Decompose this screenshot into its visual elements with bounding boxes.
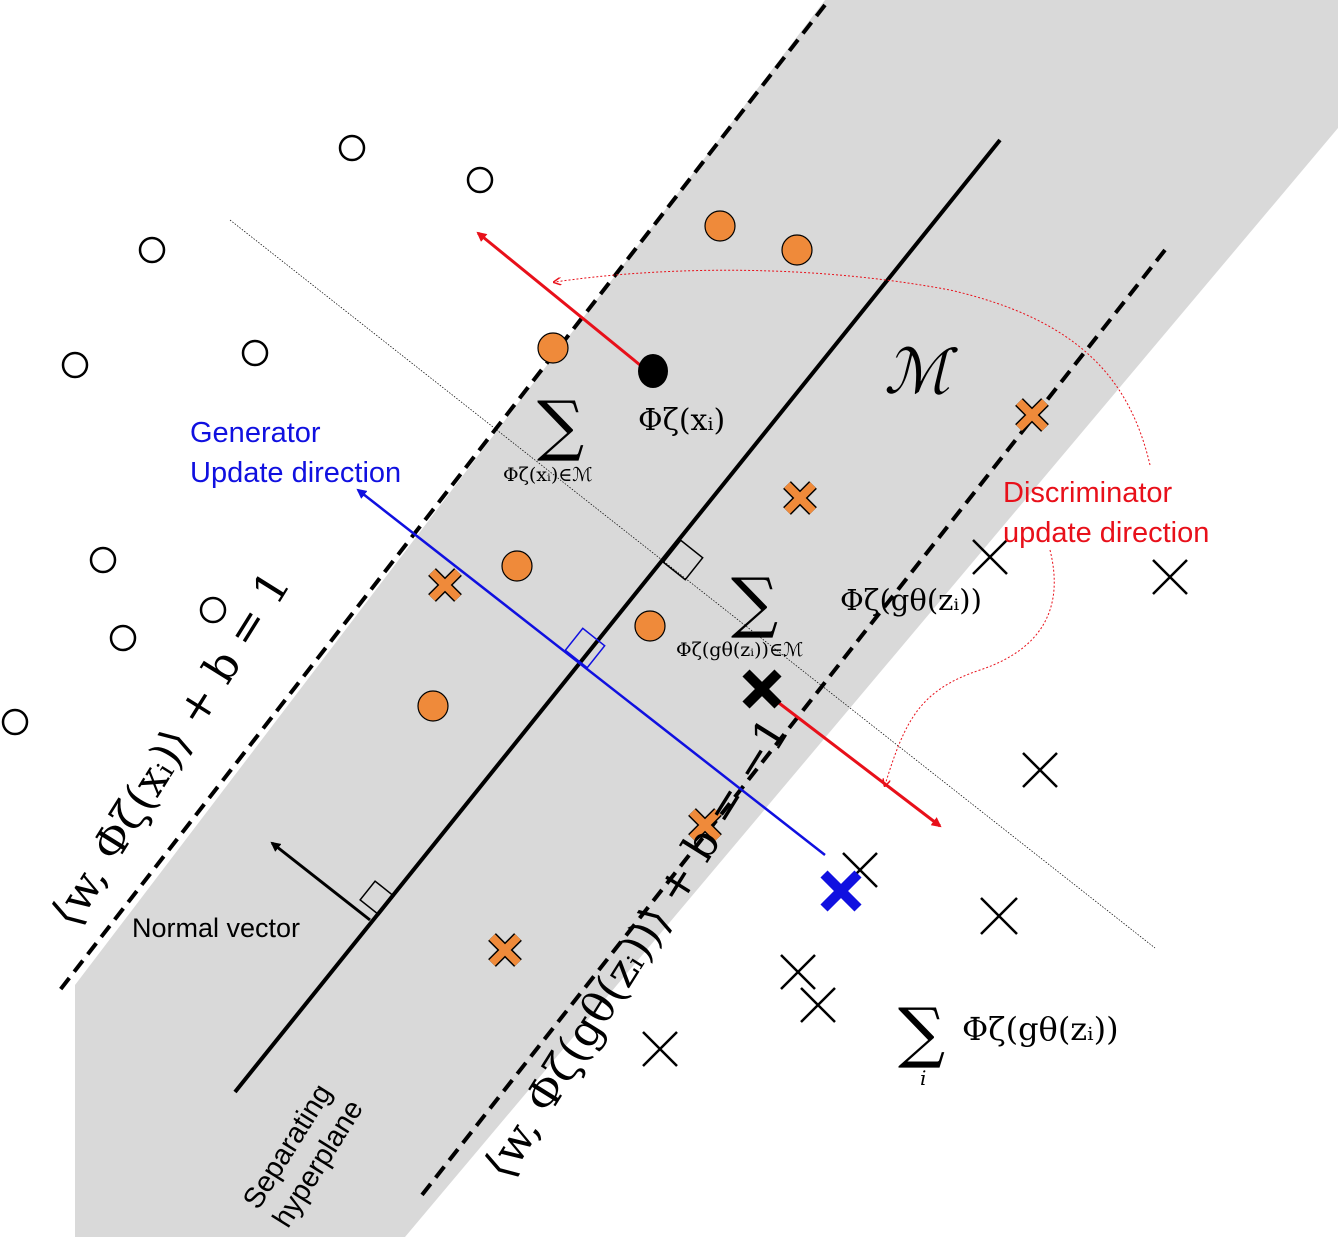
generator-fake-point — [820, 870, 862, 912]
discriminator-arrow-fake — [774, 698, 942, 828]
normal-vector-arrow — [270, 841, 371, 922]
sum-symbol-all: ∑ — [898, 994, 945, 1071]
fake-point-in-margin — [783, 481, 817, 515]
upper-margin-boundary — [58, 3, 827, 992]
fake-point — [1152, 559, 1188, 595]
fake-points-in-margin — [428, 398, 1049, 967]
fake-points-outside — [642, 539, 1188, 1067]
real-point — [466, 166, 494, 194]
sum-symbol-x: ∑ — [537, 387, 584, 464]
discriminator-arrow-real — [476, 231, 641, 367]
real-point-in-margin — [781, 234, 813, 266]
fake-point — [642, 1031, 678, 1067]
real-point — [1, 708, 29, 736]
selected-real-point — [638, 354, 668, 388]
fake-point-in-margin — [488, 933, 522, 967]
discriminator-label-line2: update direction — [1003, 517, 1209, 549]
fake-point-in-margin — [688, 808, 722, 842]
sum-symbol-g: ∑ — [731, 564, 778, 641]
real-point — [61, 351, 89, 379]
real-point — [338, 134, 366, 162]
fake-point-in-margin — [428, 568, 462, 602]
discriminator-pointer-upper — [555, 269, 1151, 466]
real-point-in-margin — [537, 332, 569, 364]
real-point — [138, 236, 166, 264]
fake-point — [980, 897, 1018, 935]
generator-update-arrow — [356, 488, 826, 856]
right-angle-marker-normal — [359, 880, 395, 916]
reference-line — [229, 219, 1156, 949]
right-angle-marker-center — [662, 539, 704, 581]
generator-label-line1: Generator — [190, 417, 321, 449]
discriminator-label-line1: Discriminator — [1003, 477, 1173, 509]
phi-x-label: Φζ(xᵢ) — [638, 403, 725, 438]
real-point-in-margin — [417, 690, 449, 722]
real-points-outside — [1, 134, 494, 736]
sum-all-subscript: i — [920, 1066, 926, 1090]
real-point — [199, 596, 227, 624]
fake-point-in-margin — [1015, 398, 1049, 432]
real-point-in-margin — [634, 610, 666, 642]
sum-subscript-g: Φζ(gθ(zᵢ))∈ℳ — [676, 639, 803, 661]
sum-all-expression: Φζ(gθ(zᵢ)) — [962, 1010, 1119, 1048]
fake-point — [1022, 752, 1058, 788]
phi-g-label: Φζ(gθ(zᵢ)) — [840, 583, 982, 617]
real-point — [241, 339, 269, 367]
fake-point — [780, 954, 816, 990]
separating-hyperplane — [233, 138, 1002, 1094]
real-point-in-margin — [501, 550, 533, 582]
fake-point — [800, 987, 836, 1023]
real-points-in-margin — [417, 210, 813, 722]
fake-point — [972, 539, 1008, 575]
selected-fake-point — [742, 669, 782, 709]
real-point — [109, 624, 137, 652]
right-angle-marker-generator — [564, 627, 606, 669]
normal-vector-label: Normal vector — [132, 913, 300, 943]
real-point-in-margin — [704, 210, 736, 242]
generator-label-line2: Update direction — [190, 457, 401, 489]
margin-band — [75, 0, 1338, 1237]
discriminator-pointer-lower — [885, 549, 1055, 785]
sum-subscript-x: Φζ(xᵢ)∈ℳ — [503, 464, 593, 486]
region-symbol: ℳ — [884, 335, 958, 408]
real-point — [89, 546, 117, 574]
